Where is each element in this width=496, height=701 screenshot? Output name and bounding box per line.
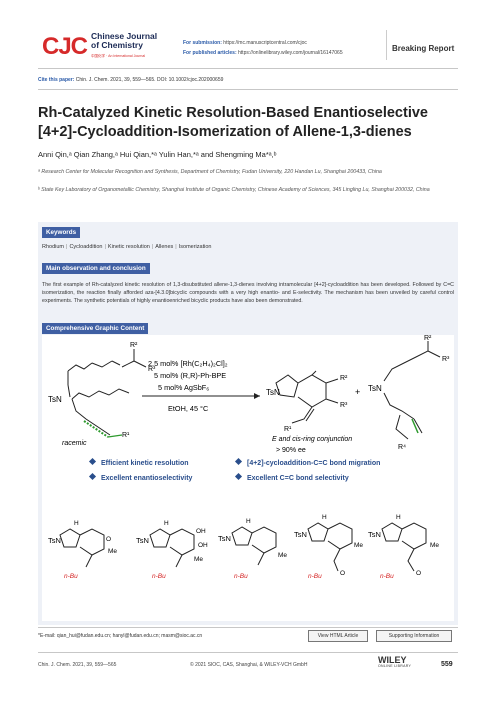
publisher-logo: WILEY ONLINE LIBRARY [378, 655, 412, 669]
citation: Cite this paper: Chin. J. Chem. 2021, 39… [38, 77, 224, 83]
bullet-item: Excellent C=C bond selectivity [234, 472, 349, 482]
header-rule [38, 68, 458, 69]
logo-mark: CJC [42, 32, 88, 60]
page-header: CJC Chinese Journal of Chemistry 中国化学 · … [0, 0, 496, 70]
product-r1-label: R¹ [284, 426, 292, 433]
r1-label: R¹ [122, 432, 130, 439]
main-observation-heading: Main observation and conclusion [42, 263, 150, 274]
affiliation-b: ᵇ State Key Laboratory of Organometallic… [38, 187, 430, 193]
copyright: © 2021 SIOC, CAS, Shanghai, & WILEY-VCH … [190, 662, 308, 668]
bullet-item: [4+2]-cycloaddition-C=C bond migration [234, 457, 380, 467]
deriv5-nitrogen: TsN [368, 530, 381, 539]
citation-rule [38, 89, 458, 90]
deriv4-o: O [340, 570, 345, 577]
condition-2: 5 mol% (R,R)-Ph-BPE [154, 371, 226, 380]
deriv5-h: H [396, 514, 401, 521]
deriv3-butyl: n-Bu [234, 573, 248, 580]
submission-link[interactable]: https://mc.manuscriptcentral.com/cjoc [223, 40, 307, 46]
condition-4: EtOH, 45 °C [168, 404, 208, 413]
selectivity-note-2: > 90% ee [276, 447, 306, 454]
footer-rule [38, 627, 458, 628]
bullet-item: Efficient kinetic resolution [88, 457, 189, 467]
deriv1-butyl: n-Bu [64, 573, 78, 580]
author-list: Anni Qin,ᵃ Qian Zhang,ᵃ Hui Qian,*ᵃ Yuli… [38, 150, 277, 159]
journal-subtitle: 中国化学 · An International Journal [91, 54, 146, 58]
arrowhead [254, 393, 260, 399]
deriv2-oh1: OH [196, 528, 206, 535]
view-html-button[interactable]: View HTML Article [308, 630, 368, 642]
allene-highlight [83, 420, 109, 438]
keywords-list: Rhodium|Cycloaddition|Kinetic resolution… [42, 244, 212, 250]
article-title: Rh-Catalyzed Kinetic Resolution-Based En… [38, 105, 428, 140]
graphic-heading: Comprehensive Graphic Content [42, 323, 149, 334]
selectivity-note-1: E and cis-ring conjunction [272, 436, 352, 443]
deriv5-butyl: n-Bu [380, 573, 394, 580]
page-number: 559 [441, 661, 453, 668]
footer-citation: Chin. J. Chem. 2021, 39, 559—565 [38, 662, 117, 668]
r3-label: R³ [148, 366, 156, 373]
deriv3-nitrogen: TsN [218, 534, 231, 543]
diamond-icon [88, 472, 97, 481]
deriv4-butyl: n-Bu [308, 573, 322, 580]
diene-r3-label: R³ [442, 356, 450, 363]
deriv1-me: Me [108, 548, 117, 555]
deriv1-o: O [106, 536, 111, 543]
footer-rule-2 [38, 652, 458, 653]
deriv1-nitrogen: TsN [48, 536, 61, 545]
deriv2-me: Me [194, 556, 203, 563]
journal-logo: CJC Chinese Journal of Chemistry 中国化学 · … [42, 32, 157, 61]
deriv5-me: Me [430, 542, 439, 549]
plus-sign: + [355, 387, 360, 397]
substrate-nitrogen: TsN [48, 395, 62, 404]
keyword: Rhodium [42, 244, 65, 250]
citation-text[interactable]: Chin. J. Chem. 2021, 39, 559—565. DOI: 1… [75, 77, 224, 83]
keyword: Isomerization [178, 244, 212, 250]
diamond-icon [88, 457, 97, 466]
deriv4-nitrogen: TsN [294, 530, 307, 539]
affiliation-a: ᵃ Research Center for Molecular Recognit… [38, 169, 382, 175]
condition-3: 5 mol% AgSbF₆ [158, 383, 209, 392]
deriv4-me: Me [354, 542, 363, 549]
product-r3-label: R³ [340, 402, 348, 409]
corresponding-email: *E-mail: qian_hui@fudan.edu.cn; hanyl@fu… [38, 633, 203, 639]
deriv2-butyl: n-Bu [152, 573, 166, 580]
deriv5-o: O [416, 570, 421, 577]
diamond-icon [234, 457, 243, 466]
journal-name-2: of Chemistry [91, 40, 143, 50]
graphic-abstract: TsN R² R³ R¹ racemic 2.5 mol% [Rh(C₂H₄)₂… [42, 335, 454, 621]
deriv3-me: Me [278, 552, 287, 559]
keyword: Allenes [155, 244, 174, 250]
condition-1: 2.5 mol% [Rh(C₂H₄)₂Cl]₂ [148, 359, 228, 368]
reaction-scheme: TsN R² R³ R¹ racemic 2.5 mol% [Rh(C₂H₄)₂… [48, 335, 450, 580]
deriv2-nitrogen: TsN [136, 536, 149, 545]
deriv2-h: H [164, 520, 169, 527]
keywords-heading: Keywords [42, 227, 81, 238]
abstract-text: The first example of Rh-catalyzed kineti… [42, 282, 454, 305]
deriv3-h: H [246, 518, 251, 525]
submission-info: For submission: https://mc.manuscriptcen… [183, 40, 343, 56]
r2-label: R² [130, 342, 138, 349]
product-r2-label: R² [340, 375, 348, 382]
deriv1-h: H [74, 520, 79, 527]
supporting-info-button[interactable]: Supporting Information [376, 630, 452, 642]
product-nitrogen: TsN [266, 388, 280, 397]
diene-r4-label: R⁴ [398, 444, 406, 451]
highlight-bullets: Efficient kinetic resolution [4+2]-cyclo… [42, 455, 454, 485]
deriv4-h: H [322, 514, 327, 521]
bullet-item: Excellent enantioselectivity [88, 472, 192, 482]
article-type: Breaking Report [392, 44, 455, 53]
keyword: Kinetic resolution [107, 244, 150, 250]
deriv2-oh2: OH [198, 542, 208, 549]
published-link[interactable]: https://onlinelibrary.wiley.com/journal/… [238, 50, 343, 56]
diamond-icon [234, 472, 243, 481]
header-divider [386, 30, 387, 60]
diene-nitrogen: TsN [368, 384, 382, 393]
journal-name-1: Chinese Journal [91, 31, 158, 41]
racemic-label: racemic [62, 440, 87, 447]
diene-r2-label: R² [424, 335, 432, 342]
keyword: Cycloaddition [69, 244, 103, 250]
